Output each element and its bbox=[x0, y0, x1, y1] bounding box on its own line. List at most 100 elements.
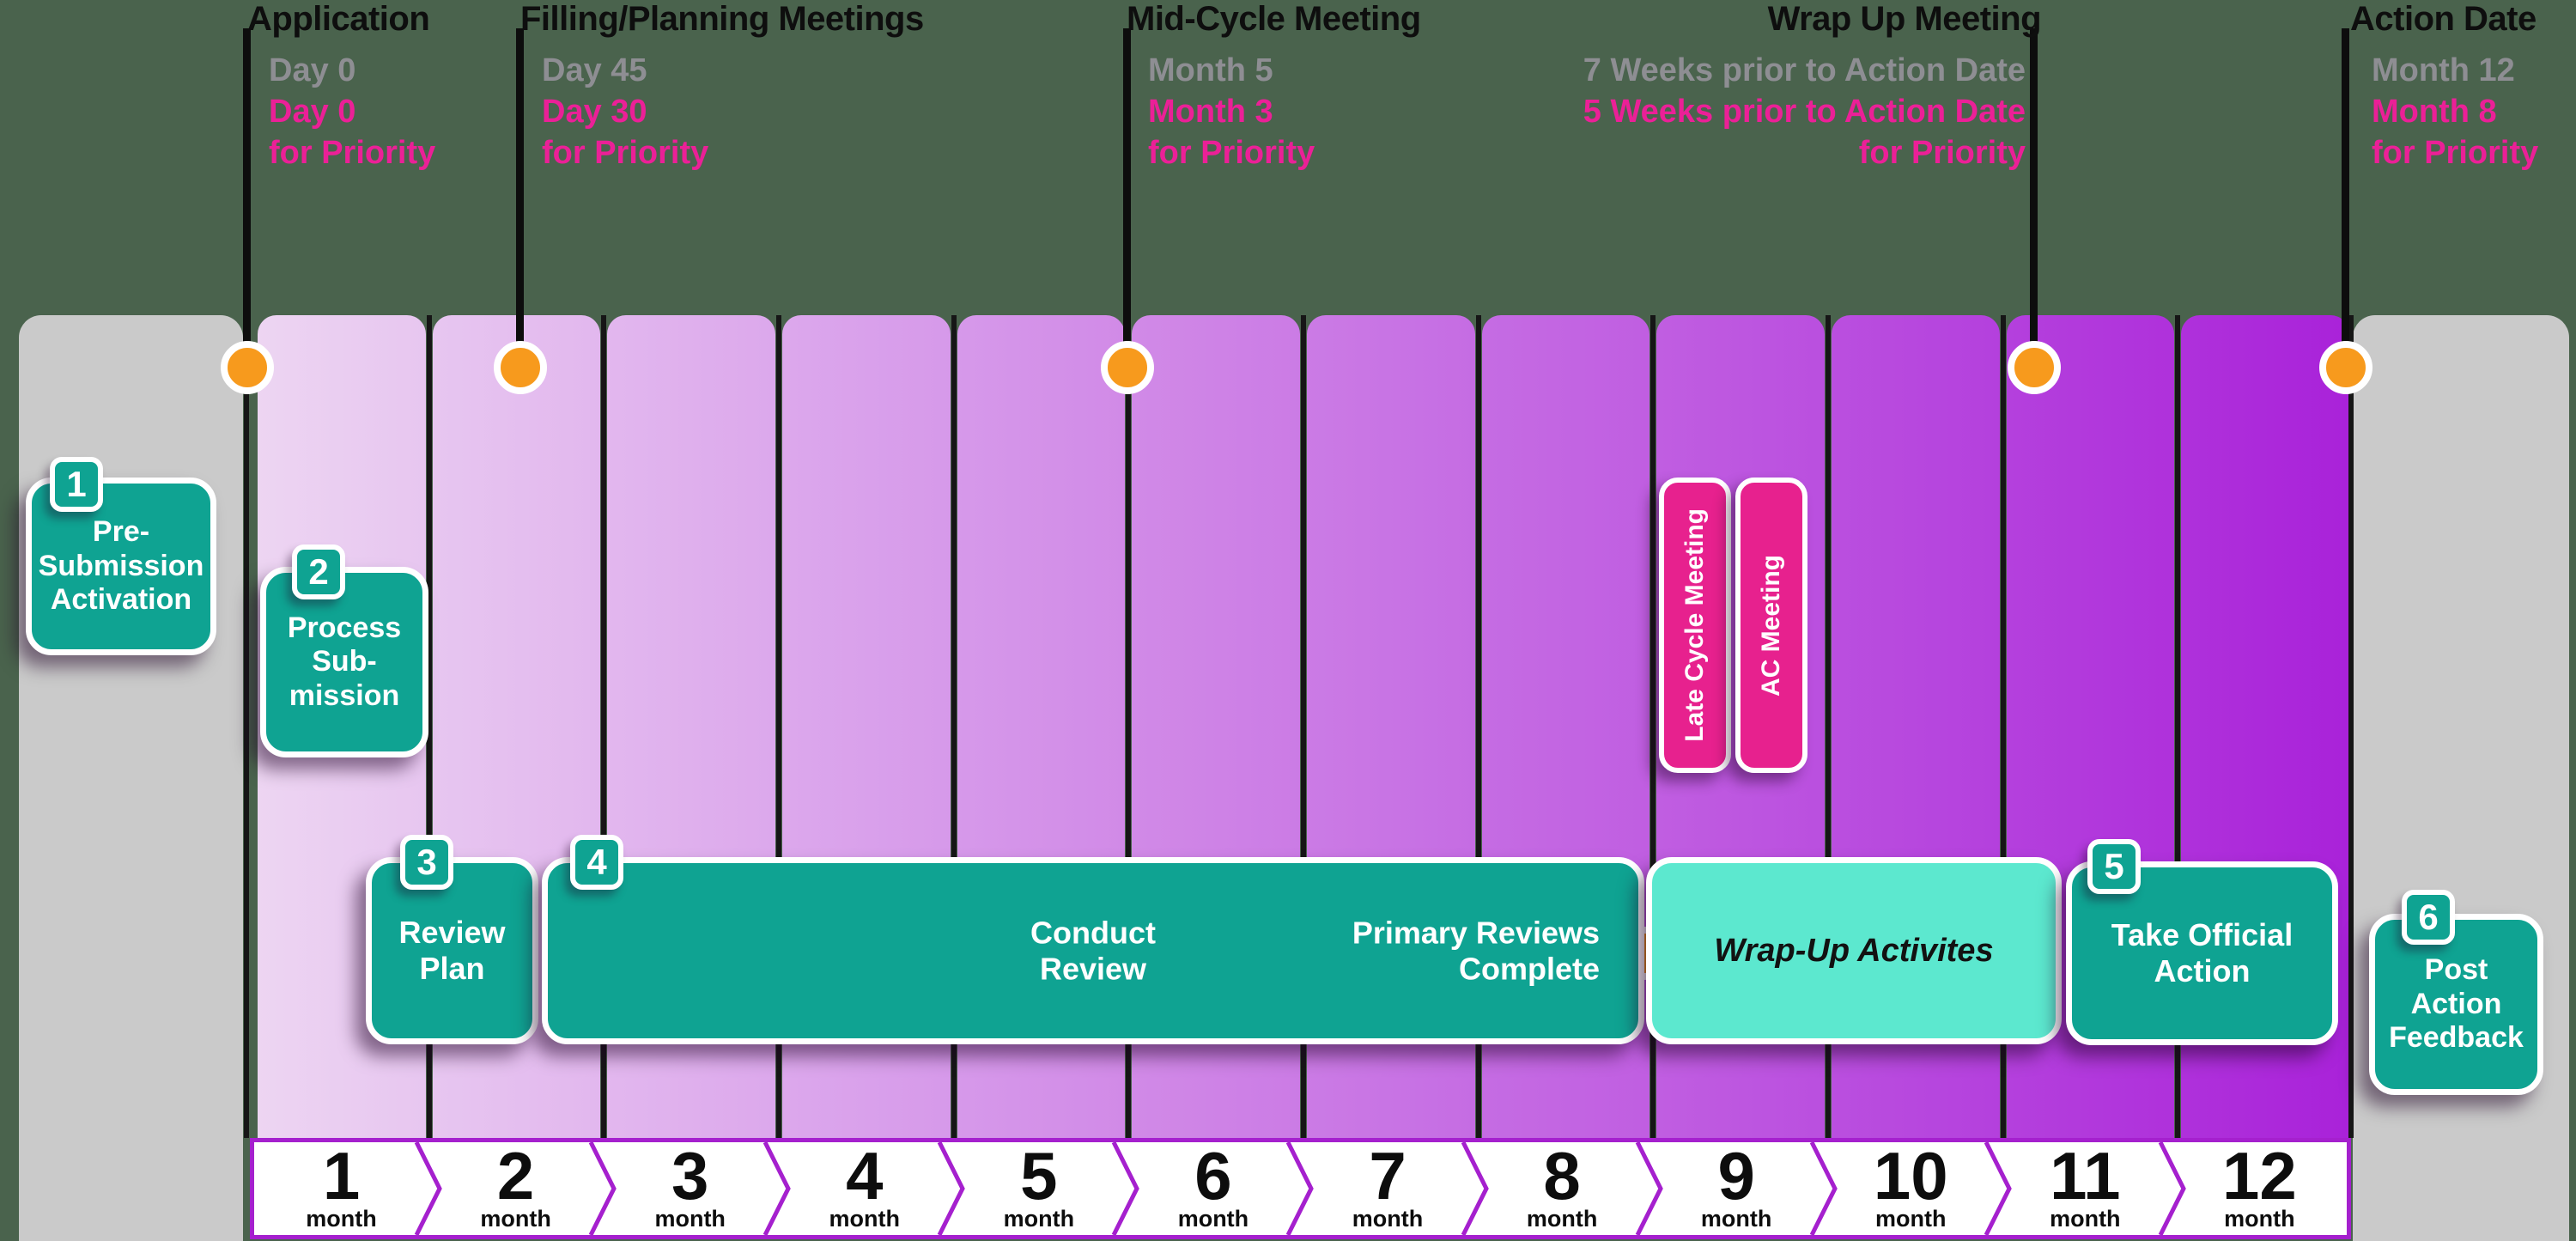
month-strip: 1 month 2 month 3 month 4 month 5 month … bbox=[250, 1138, 2351, 1239]
step-number-badge-4: 4 bbox=[570, 835, 623, 890]
milestone-standard-date: Day 45 bbox=[542, 52, 647, 88]
milestone-application: Application Day 0 Day 0 for Priority bbox=[247, 0, 435, 173]
month-number: 5 bbox=[1020, 1138, 1058, 1214]
column-divider bbox=[427, 315, 432, 1138]
milestone-priority-label: for Priority bbox=[1858, 135, 2026, 171]
milestone-priority-date: Month 8 bbox=[2372, 94, 2497, 130]
step-number: 1 bbox=[66, 464, 87, 504]
month-unit: month bbox=[306, 1205, 377, 1232]
step-label: Review Plan bbox=[398, 915, 506, 986]
month-chevron-icon bbox=[1809, 1142, 1838, 1235]
milestone-title: Wrap Up Meeting bbox=[1767, 0, 2042, 38]
month-chevron-icon bbox=[588, 1142, 617, 1235]
milestone-priority-label: for Priority bbox=[2372, 135, 2539, 171]
milestone-mid-cycle: Mid-Cycle Meeting Month 5 Month 3 for Pr… bbox=[1127, 0, 1421, 173]
month-unit: month bbox=[2224, 1205, 2295, 1232]
step-label: Pre- Submission Activation bbox=[38, 515, 204, 617]
step-number: 3 bbox=[416, 842, 437, 882]
month-number: 8 bbox=[1543, 1138, 1581, 1214]
step-number: 4 bbox=[586, 842, 607, 882]
milestone-priority-date: Day 0 bbox=[269, 94, 356, 130]
month-unit: month bbox=[2050, 1205, 2121, 1232]
step-number-badge-5: 5 bbox=[2087, 839, 2141, 894]
month-number: 7 bbox=[1369, 1138, 1406, 1214]
milestone-line-application bbox=[243, 28, 251, 369]
milestone-dot-action-date bbox=[2319, 341, 2372, 394]
month-chevron-icon bbox=[762, 1142, 792, 1235]
column-divider bbox=[244, 315, 249, 1138]
month-unit: month bbox=[1352, 1205, 1424, 1232]
column-divider bbox=[2348, 315, 2354, 1138]
month-cell-8: 8 month bbox=[1461, 1138, 1649, 1235]
late-cycle-meeting-label: Late Cycle Meeting bbox=[1680, 508, 1709, 742]
pre-submission-column bbox=[19, 315, 243, 1241]
month-unit: month bbox=[654, 1205, 726, 1232]
column-divider bbox=[1826, 315, 1831, 1138]
month-unit: month bbox=[480, 1205, 551, 1232]
month-cell-11: 11 month bbox=[1984, 1138, 2172, 1235]
milestone-filing-planning: Filling/Planning Meetings Day 45 Day 30 … bbox=[520, 0, 924, 173]
month-number: 10 bbox=[1873, 1138, 1948, 1214]
month-chevron-icon bbox=[938, 1142, 966, 1235]
column-divider bbox=[1476, 315, 1481, 1138]
column-divider bbox=[601, 315, 606, 1138]
month-number: 12 bbox=[2222, 1138, 2297, 1214]
month-number: 3 bbox=[671, 1138, 709, 1214]
month-unit: month bbox=[1177, 1205, 1249, 1232]
milestone-priority-label: for Priority bbox=[1148, 135, 1315, 171]
month-cell-5: 5 month bbox=[938, 1138, 1126, 1235]
milestone-priority-date: Month 3 bbox=[1148, 94, 1273, 130]
month-cell-1: 1 month bbox=[254, 1142, 428, 1235]
step-number-badge-1: 1 bbox=[50, 457, 103, 512]
ac-meeting-box: AC Meeting bbox=[1735, 478, 1807, 773]
column-divider bbox=[776, 315, 781, 1138]
milestone-dot-application bbox=[221, 341, 274, 394]
month-unit: month bbox=[1700, 1205, 1772, 1232]
month-chevron-icon bbox=[2158, 1142, 2186, 1235]
month-number: 6 bbox=[1194, 1138, 1232, 1214]
month-chevron-icon bbox=[1984, 1142, 2012, 1235]
step-box-review-plan: Review Plan bbox=[366, 857, 538, 1044]
ac-meeting-label: AC Meeting bbox=[1757, 554, 1785, 697]
milestone-title: Mid-Cycle Meeting bbox=[1127, 0, 1421, 38]
milestone-title: Application bbox=[247, 0, 430, 38]
month-number: 11 bbox=[2050, 1138, 2121, 1214]
month-unit: month bbox=[1526, 1205, 1598, 1232]
month-unit: month bbox=[1875, 1205, 1947, 1232]
milestone-line-filing bbox=[516, 28, 524, 369]
month-number: 4 bbox=[846, 1138, 884, 1214]
wrap-up-activities-box: Wrap-Up Activites bbox=[1646, 857, 2062, 1044]
month-chevron-icon bbox=[1635, 1142, 1663, 1235]
month-cell-3: 3 month bbox=[588, 1138, 777, 1235]
late-cycle-meeting-box: Late Cycle Meeting bbox=[1659, 478, 1731, 773]
column-divider bbox=[1126, 315, 1131, 1138]
step-box-process-submission: Process Sub- mission bbox=[260, 567, 428, 757]
month-chevron-icon bbox=[1286, 1142, 1315, 1235]
milestone-priority-date: Day 30 bbox=[542, 94, 647, 130]
column-divider bbox=[1650, 315, 1656, 1138]
milestone-standard-date: Month 5 bbox=[1148, 52, 1273, 88]
primary-reviews-complete-label: Primary Reviews Complete bbox=[1352, 915, 1600, 986]
step-number-badge-2: 2 bbox=[292, 544, 345, 599]
milestone-priority-date: 5 Weeks prior to Action Date bbox=[1583, 94, 2026, 130]
milestone-line-mid-cycle bbox=[1123, 28, 1131, 369]
milestone-dot-mid-cycle bbox=[1101, 341, 1154, 394]
step-label: Post Action Feedback bbox=[2389, 953, 2524, 1055]
month-cell-10: 10 month bbox=[1809, 1138, 1998, 1235]
milestone-action-date: Action Date Month 12 Month 8 for Priorit… bbox=[2350, 0, 2538, 173]
milestone-dot-filing bbox=[494, 341, 547, 394]
month-chevron-icon bbox=[1461, 1142, 1489, 1235]
column-divider bbox=[1301, 315, 1306, 1138]
milestone-standard-date: Month 12 bbox=[2372, 52, 2515, 88]
step-box-post-action-feedback: Post Action Feedback bbox=[2369, 914, 2543, 1095]
post-action-column bbox=[2353, 315, 2569, 1241]
milestone-priority-label: for Priority bbox=[542, 135, 709, 171]
column-divider bbox=[2175, 315, 2180, 1138]
step-number: 6 bbox=[2418, 897, 2439, 937]
month-chevron-icon bbox=[1112, 1142, 1140, 1235]
month-cell-7: 7 month bbox=[1286, 1138, 1474, 1235]
milestone-dot-wrap-up bbox=[2008, 341, 2061, 394]
step-number: 5 bbox=[2104, 846, 2124, 886]
wrap-up-activities-label: Wrap-Up Activites bbox=[1714, 932, 1994, 969]
